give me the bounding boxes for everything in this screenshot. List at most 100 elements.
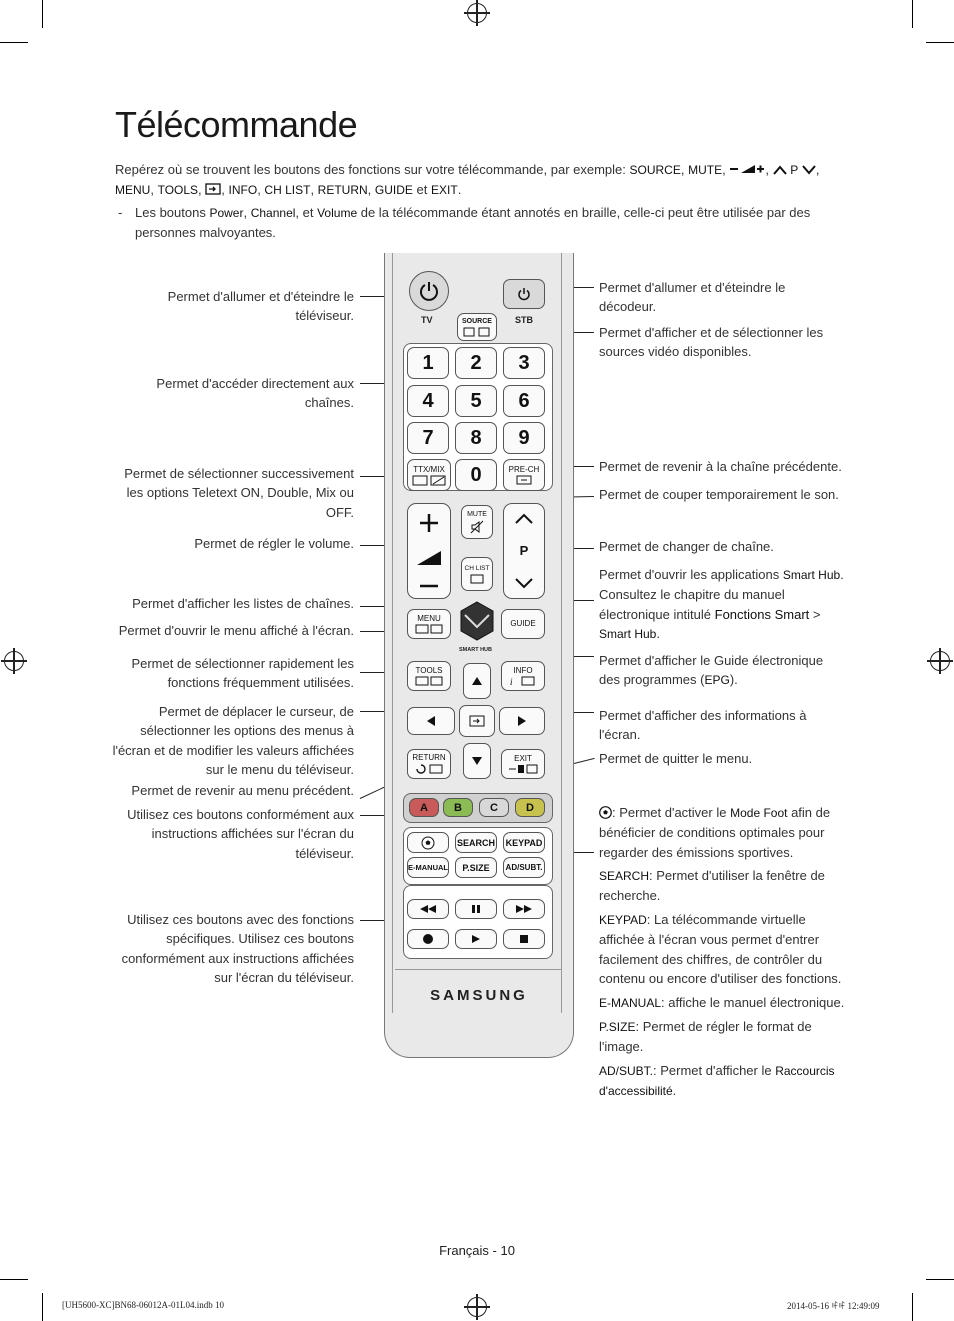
info-button[interactable]: INFO i: [501, 661, 545, 691]
leader-line: [360, 545, 406, 546]
digit-8-button[interactable]: 8: [455, 422, 497, 454]
source-icon: [205, 181, 221, 200]
power-stb-button[interactable]: [503, 279, 545, 309]
football-button[interactable]: [407, 832, 449, 853]
remote-edge: [561, 253, 562, 1013]
digit-9-button[interactable]: 9: [503, 422, 545, 454]
callout-keypad: KEYPAD: La télécommande virtuelle affich…: [599, 912, 842, 986]
fast-forward-button[interactable]: [503, 899, 545, 919]
callout-guide: Permet d'afficher le Guide électronique …: [599, 653, 824, 688]
football-icon: [599, 805, 612, 819]
exit-icon: [509, 764, 538, 774]
down-arrow-button[interactable]: [463, 743, 491, 779]
tv-label: TV: [421, 315, 433, 325]
play-button[interactable]: [455, 929, 497, 949]
right-arrow-button[interactable]: [499, 707, 545, 735]
emanual-button[interactable]: E-MANUAL: [407, 857, 449, 878]
digit-3-button[interactable]: 3: [503, 347, 545, 379]
color-b-button[interactable]: B: [443, 798, 473, 817]
digit-1-button[interactable]: 1: [407, 347, 449, 379]
enter-button[interactable]: [459, 705, 495, 737]
tools-button[interactable]: TOOLS: [407, 661, 451, 691]
smart-hub-button[interactable]: [459, 601, 495, 641]
crop-mark: [926, 1279, 954, 1280]
power-tv-button[interactable]: [409, 271, 449, 311]
callout-emanual: E-MANUAL: affiche le manuel électronique…: [599, 995, 845, 1010]
callout-channel: Permet de changer de chaîne.: [599, 539, 774, 554]
smart-hub-label: SMART HUB: [459, 647, 492, 653]
callout-adsubt: AD/SUBT.: Permet d'afficher le Raccourci…: [599, 1063, 835, 1099]
volume-icon: [729, 161, 765, 180]
digit-0-button[interactable]: 0: [455, 459, 497, 491]
prech-button[interactable]: PRE-CH: [503, 459, 545, 491]
return-button[interactable]: RETURN: [407, 749, 451, 779]
adsubt-button[interactable]: AD/SUBT.: [503, 857, 545, 878]
registration-mark-icon: [1, 648, 27, 674]
digit-5-button[interactable]: 5: [455, 385, 497, 417]
football-icon: [421, 836, 435, 849]
callout-mute: Permet de couper temporairement le son.: [599, 487, 839, 502]
digit-7-button[interactable]: 7: [407, 422, 449, 454]
minus-icon: [420, 584, 438, 588]
color-a-button[interactable]: A: [409, 798, 439, 817]
keypad-button[interactable]: KEYPAD: [503, 832, 545, 853]
remote-edge: [392, 253, 393, 1013]
callout-exit: Permet de quitter le menu.: [599, 751, 753, 766]
info-icon: i: [510, 676, 535, 686]
callout-return: Permet de revenir au menu précédent.: [131, 783, 354, 798]
color-d-button[interactable]: D: [515, 798, 545, 817]
up-arrow-button[interactable]: [463, 663, 491, 699]
volume-rocker[interactable]: [407, 503, 451, 599]
leader-line: [360, 920, 404, 921]
tools-icon: [415, 676, 443, 686]
crop-mark: [912, 1293, 913, 1321]
digit-4-button[interactable]: 4: [407, 385, 449, 417]
menu-button[interactable]: MENU: [407, 609, 451, 639]
crop-mark: [0, 1279, 28, 1280]
callout-chlist: Permet d'afficher les listes de chaînes.: [132, 596, 354, 611]
search-button[interactable]: SEARCH: [455, 832, 497, 853]
triangle-left-icon: [427, 716, 435, 726]
callout-directional: Permet de déplacer le curseur, de sélect…: [112, 704, 354, 777]
left-arrow-button[interactable]: [407, 707, 455, 735]
callout-playback: Utilisez ces boutons avec des fonctions …: [121, 912, 354, 985]
divider: [395, 969, 561, 970]
play-icon: [472, 935, 480, 943]
chlist-button[interactable]: CH LIST: [461, 557, 493, 591]
remote-control: TV STB SOURCE 1 2 3 4 5 6 7 8 9 TTX/MIX …: [384, 253, 574, 1058]
leader-line: [566, 656, 594, 657]
digit-6-button[interactable]: 6: [503, 385, 545, 417]
leader-line: [360, 383, 404, 384]
menu-icon: [415, 624, 443, 634]
chevron-up-icon: [515, 513, 533, 524]
callout-power-tv: Permet d'allumer et d'éteindre le télévi…: [167, 289, 354, 324]
registration-mark-icon: [464, 1294, 490, 1320]
exit-button[interactable]: EXIT: [501, 749, 545, 779]
smart-hub-icon: [460, 601, 494, 641]
pause-button[interactable]: [455, 899, 497, 919]
color-c-button[interactable]: C: [479, 798, 509, 817]
callout-smarthub: Permet d'ouvrir les applications Smart H…: [599, 567, 844, 641]
power-icon: [420, 282, 438, 301]
crop-mark: [912, 0, 913, 28]
teletext-icon: [412, 475, 446, 485]
stb-label: STB: [515, 315, 533, 325]
callout-info: Permet d'afficher des informations à l'é…: [599, 708, 807, 743]
psize-button[interactable]: P.SIZE: [455, 857, 497, 878]
volume-wedge-icon: [417, 551, 441, 565]
callout-football: : Permet d'activer le Mode Foot afin de …: [599, 805, 831, 860]
leader-line: [566, 712, 594, 713]
ttx-mix-button[interactable]: TTX/MIX: [407, 459, 451, 491]
callout-psize: P.SIZE: Permet de régler le format de l'…: [599, 1019, 812, 1055]
enter-icon: [469, 715, 485, 727]
mute-button[interactable]: MUTE: [461, 505, 493, 539]
stop-icon: [520, 935, 528, 943]
guide-button[interactable]: GUIDE: [501, 609, 545, 639]
channel-rocker[interactable]: P: [503, 503, 545, 599]
triangle-down-icon: [472, 757, 482, 765]
stop-button[interactable]: [503, 929, 545, 949]
digit-2-button[interactable]: 2: [455, 347, 497, 379]
source-button[interactable]: SOURCE: [457, 313, 497, 341]
rewind-button[interactable]: [407, 899, 449, 919]
record-button[interactable]: [407, 929, 449, 949]
